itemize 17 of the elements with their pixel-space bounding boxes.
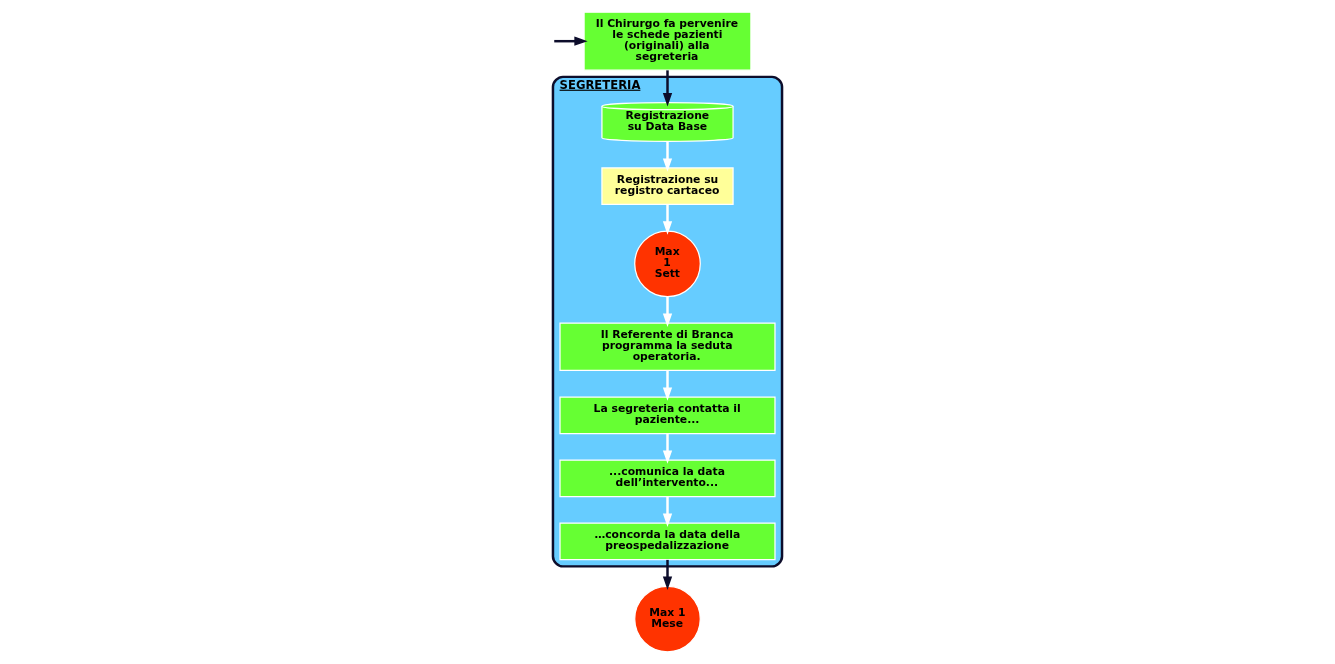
arrow xyxy=(662,433,673,464)
node-box: Il Referente di Branca programma la seduta operatoria. xyxy=(559,322,776,372)
arrow xyxy=(554,36,588,46)
node-box: La segreteria contatta il paziente... xyxy=(559,396,776,435)
node-circle: Max 1 Sett xyxy=(634,230,701,298)
arrow xyxy=(662,559,673,590)
node-box: …concorda la data della preospedalizzazione xyxy=(559,522,776,561)
arrow xyxy=(662,204,673,235)
arrow xyxy=(662,70,673,107)
node-box: Il Chirurgo fa pervenire le schede pazienti (originali) alla segreteria xyxy=(583,11,752,71)
node-box: ...comunica la data dell’intervento... xyxy=(559,459,776,498)
node-circle: Max 1 Mese xyxy=(634,585,701,653)
arrow xyxy=(662,496,673,527)
arrow xyxy=(662,296,673,327)
arrow xyxy=(662,370,673,401)
node-box: Registrazione su registro cartaceo xyxy=(601,167,734,206)
arrow xyxy=(662,141,673,172)
